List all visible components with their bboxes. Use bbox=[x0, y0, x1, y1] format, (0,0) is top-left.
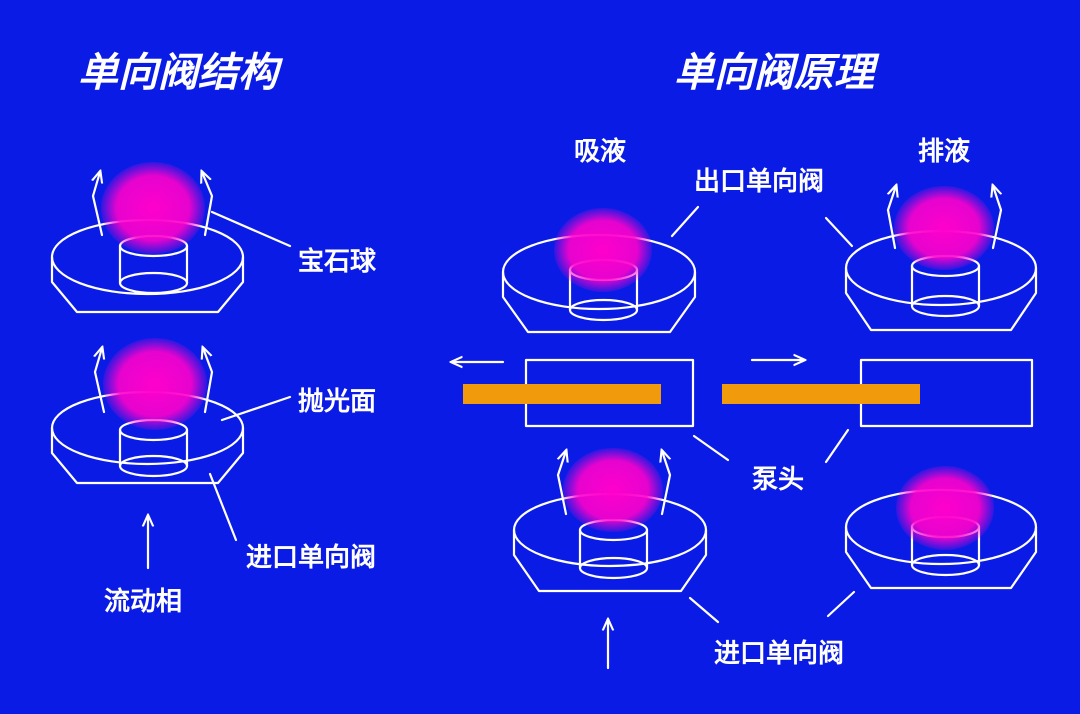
leader-line bbox=[692, 434, 730, 462]
leader-line bbox=[826, 590, 856, 618]
structure-title: 单向阀结构 bbox=[78, 50, 284, 96]
valve-bore bbox=[118, 244, 189, 285]
gem-ball bbox=[103, 338, 207, 430]
outlet-valve-label: 出口单向阀 bbox=[694, 166, 824, 197]
flow-arrow-up bbox=[203, 348, 214, 414]
valve-bore bbox=[118, 428, 189, 468]
piston bbox=[463, 384, 661, 404]
valve-bore-bottom bbox=[910, 294, 981, 318]
polished-face-label: 抛光面 bbox=[298, 387, 376, 417]
pump-head-label: 泵头 bbox=[752, 465, 804, 495]
mobile-phase-label: 流动相 bbox=[104, 587, 182, 617]
outlet-valve-discharge bbox=[844, 186, 1038, 332]
leader-line bbox=[220, 395, 292, 422]
valve-body bbox=[844, 525, 1038, 590]
flow-arrow-up bbox=[558, 451, 566, 516]
gem-ball bbox=[554, 208, 652, 292]
gem-ball bbox=[896, 466, 994, 550]
valve-body bbox=[844, 266, 1038, 332]
valve-bore bbox=[910, 264, 981, 308]
leader-line bbox=[208, 472, 238, 542]
flow-arrow-up bbox=[93, 172, 102, 237]
valve-bore-bottom bbox=[910, 553, 981, 577]
valve-bore-bottom bbox=[118, 271, 189, 295]
flow-arrow-up bbox=[888, 186, 896, 250]
valve-body bbox=[512, 528, 708, 593]
inlet-valve-discharge bbox=[844, 466, 1038, 590]
leader-line bbox=[688, 596, 720, 624]
gem-ball bbox=[894, 186, 994, 270]
inlet-valve-suction bbox=[512, 448, 708, 593]
inlet-valve-label-right: 进口单向阀 bbox=[714, 638, 844, 669]
valve-structure-bottom bbox=[50, 338, 245, 485]
flow-arrow-up bbox=[993, 186, 1001, 250]
valve-bore bbox=[578, 528, 649, 570]
gem-ball bbox=[101, 162, 205, 254]
inlet-valve-label-left: 进口单向阀 bbox=[246, 542, 376, 573]
leader-line bbox=[824, 428, 850, 464]
flow-arrow-up bbox=[95, 348, 104, 414]
pump-head-suction bbox=[452, 360, 695, 428]
valve-bore-bottom bbox=[118, 454, 189, 478]
flow-arrow-up bbox=[662, 451, 670, 516]
valve-bore-bottom bbox=[578, 556, 649, 580]
valve-body bbox=[50, 255, 245, 314]
flow-arrow-up bbox=[202, 172, 214, 237]
valve-structure-top bbox=[50, 162, 245, 314]
principle-title: 单向阀原理 bbox=[674, 50, 880, 96]
outlet-valve-suction bbox=[501, 208, 697, 334]
discharge-label: 排液 bbox=[918, 137, 970, 167]
valve-body bbox=[50, 426, 245, 485]
valve-body bbox=[501, 270, 697, 334]
leader-line bbox=[824, 216, 854, 248]
piston bbox=[722, 384, 920, 404]
gem-ball-label: 宝石球 bbox=[298, 246, 377, 277]
leader-line bbox=[670, 205, 700, 238]
suction-label: 吸液 bbox=[574, 137, 626, 167]
leader-line bbox=[210, 210, 292, 248]
pump-head-discharge bbox=[722, 360, 1034, 428]
valve-bore-bottom bbox=[568, 298, 639, 322]
gem-ball bbox=[563, 448, 663, 532]
